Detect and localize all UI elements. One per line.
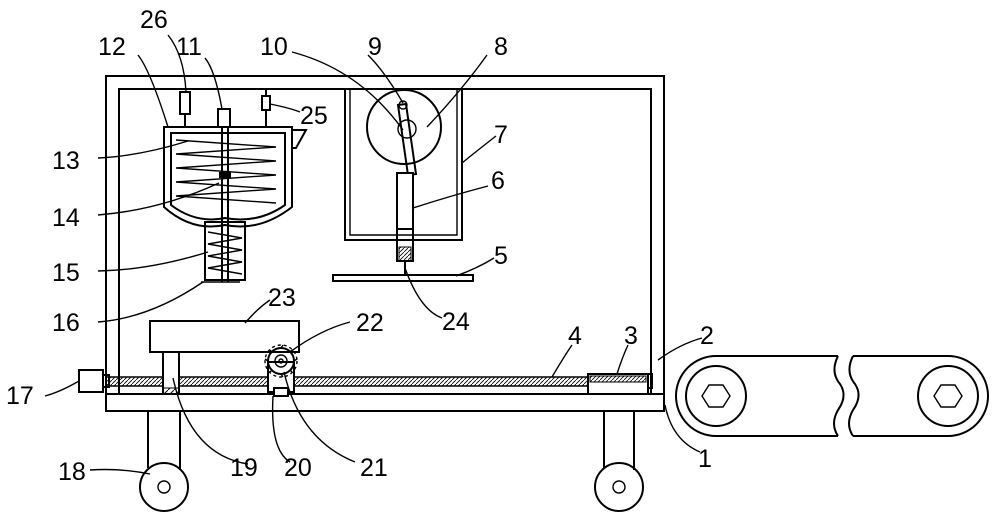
label-6: 6 [491,167,505,195]
label-2: 2 [700,322,714,350]
label-24: 24 [442,308,470,336]
press-unit [332,89,474,282]
label-5: 5 [494,242,508,270]
label-11: 11 [176,33,202,61]
label-18: 18 [58,458,86,486]
label-13: 13 [52,147,80,175]
label-19: 19 [230,454,258,482]
right-leg [594,411,644,512]
label-16: 16 [52,309,80,337]
label-7: 7 [494,121,508,149]
label-17: 17 [6,382,34,410]
label-9: 9 [368,33,382,61]
bearing-block [587,373,653,395]
label-8: 8 [494,33,508,61]
mixing-tank [163,90,308,283]
conveyor [675,355,989,437]
platform-23 [149,320,300,353]
slider-support [162,351,180,395]
label-3: 3 [624,322,638,350]
label-20: 20 [284,454,312,482]
part-labels: 1 2 3 4 5 6 7 8 9 10 11 12 13 14 15 16 1… [6,6,714,486]
left-leg [139,411,189,512]
label-25: 25 [300,102,328,130]
label-14: 14 [52,204,80,232]
label-4: 4 [568,322,582,350]
screw-rod [105,376,647,387]
label-23: 23 [268,284,296,312]
label-10: 10 [260,33,288,61]
label-22: 22 [356,309,384,337]
leader-lines [44,34,703,475]
label-15: 15 [52,259,80,287]
label-26: 26 [140,6,168,34]
gear-assembly [264,344,298,397]
label-12: 12 [98,33,126,61]
label-1: 1 [698,445,712,473]
label-21: 21 [360,454,388,482]
motor-17 [78,369,110,393]
